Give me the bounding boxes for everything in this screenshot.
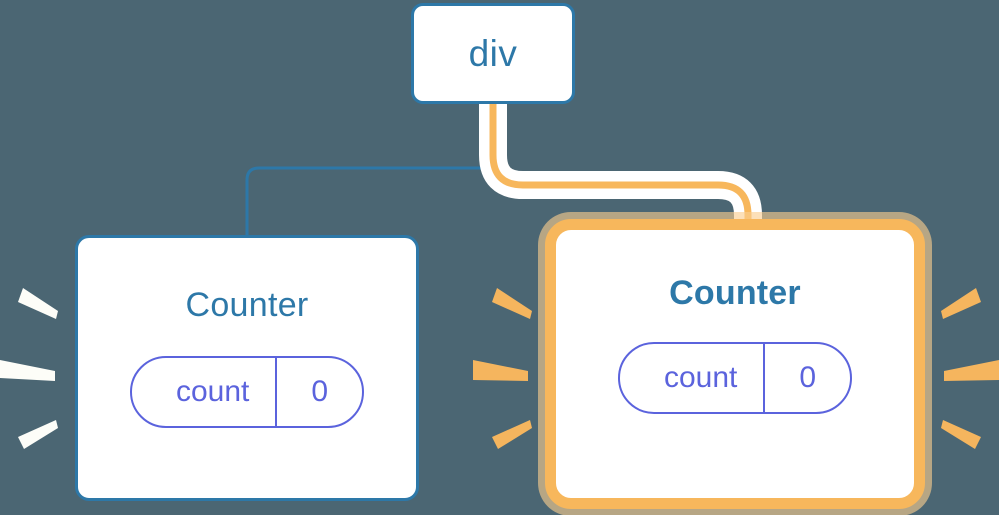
node-counter-right[interactable]: Counter count 0: [545, 219, 925, 509]
state-value-right: 0: [763, 344, 850, 412]
state-value-left: 0: [275, 358, 362, 426]
connector-right-edge: [489, 104, 752, 228]
connector-right-edge-halo: [479, 104, 762, 228]
node-counter-left-label: Counter: [185, 286, 309, 324]
node-counter-right-label: Counter: [669, 274, 801, 312]
connector-left-edge: [245, 104, 495, 235]
state-name-right: count: [663, 361, 738, 394]
node-div[interactable]: div: [411, 3, 575, 104]
node-counter-left[interactable]: Counter count 0: [75, 235, 419, 501]
state-name-left: count: [175, 375, 250, 408]
state-pill-left[interactable]: count 0: [129, 356, 365, 428]
node-div-label: div: [468, 33, 518, 74]
state-pill-right[interactable]: count 0: [617, 342, 853, 414]
